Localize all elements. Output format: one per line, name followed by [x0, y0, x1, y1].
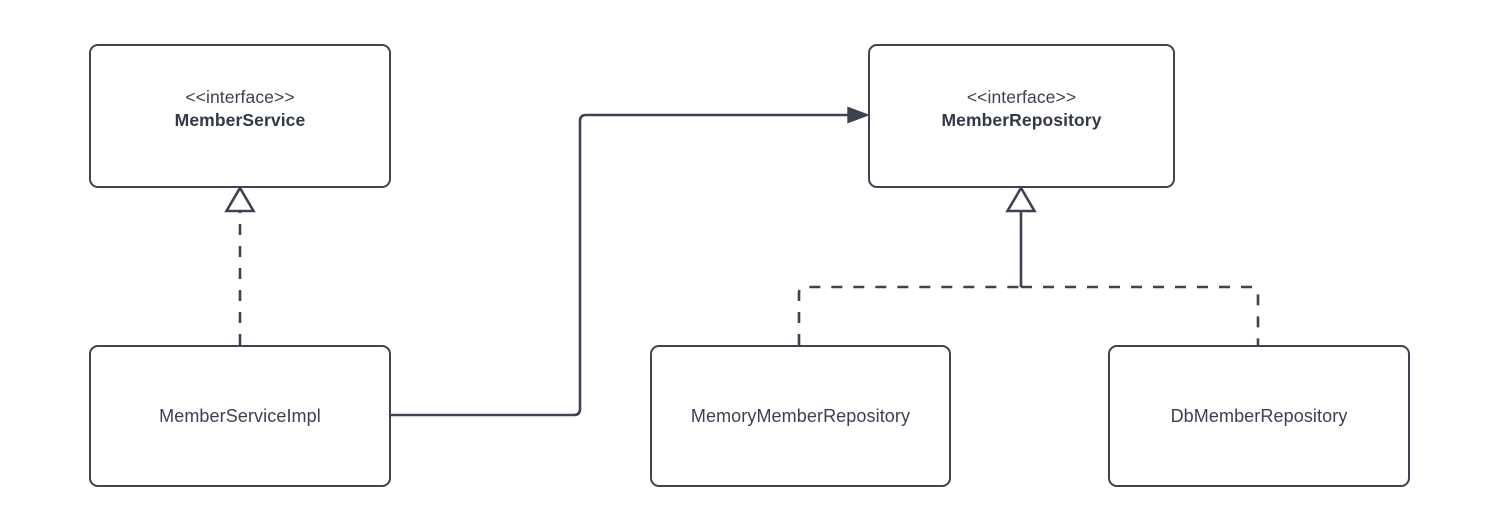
realization-dashed-branch-memory: [797, 285, 1021, 345]
realization-dashed-branch-db: [1021, 285, 1260, 345]
node-stereotype: <<interface>>: [966, 87, 1077, 107]
edge-impl-realizes-service: [224, 185, 256, 345]
node-member-repository[interactable]: <<interface>> MemberRepository: [868, 44, 1175, 188]
node-name: MemberService: [174, 110, 306, 131]
node-name: MemberServiceImpl: [159, 406, 321, 426]
association-solid-path: [391, 113, 849, 417]
node-name: DbMemberRepository: [1170, 406, 1348, 426]
node-memory-member-repository[interactable]: MemoryMemberRepository: [650, 345, 951, 487]
node-db-member-repository[interactable]: DbMemberRepository: [1108, 345, 1410, 487]
node-stereotype: <<interface>>: [185, 87, 295, 107]
node-member-service-impl[interactable]: MemberServiceImpl: [89, 345, 391, 487]
node-name: MemberRepository: [941, 110, 1102, 131]
edge-repos-realize-repository: [797, 185, 1260, 345]
edge-impl-uses-repository: [391, 106, 870, 417]
node-name: MemoryMemberRepository: [690, 406, 911, 426]
filled-arrow-icon: [847, 106, 870, 124]
node-member-service[interactable]: <<interface>> MemberService: [89, 44, 391, 188]
hollow-triangle-icon: [1005, 185, 1037, 213]
hollow-triangle-icon: [224, 185, 256, 213]
